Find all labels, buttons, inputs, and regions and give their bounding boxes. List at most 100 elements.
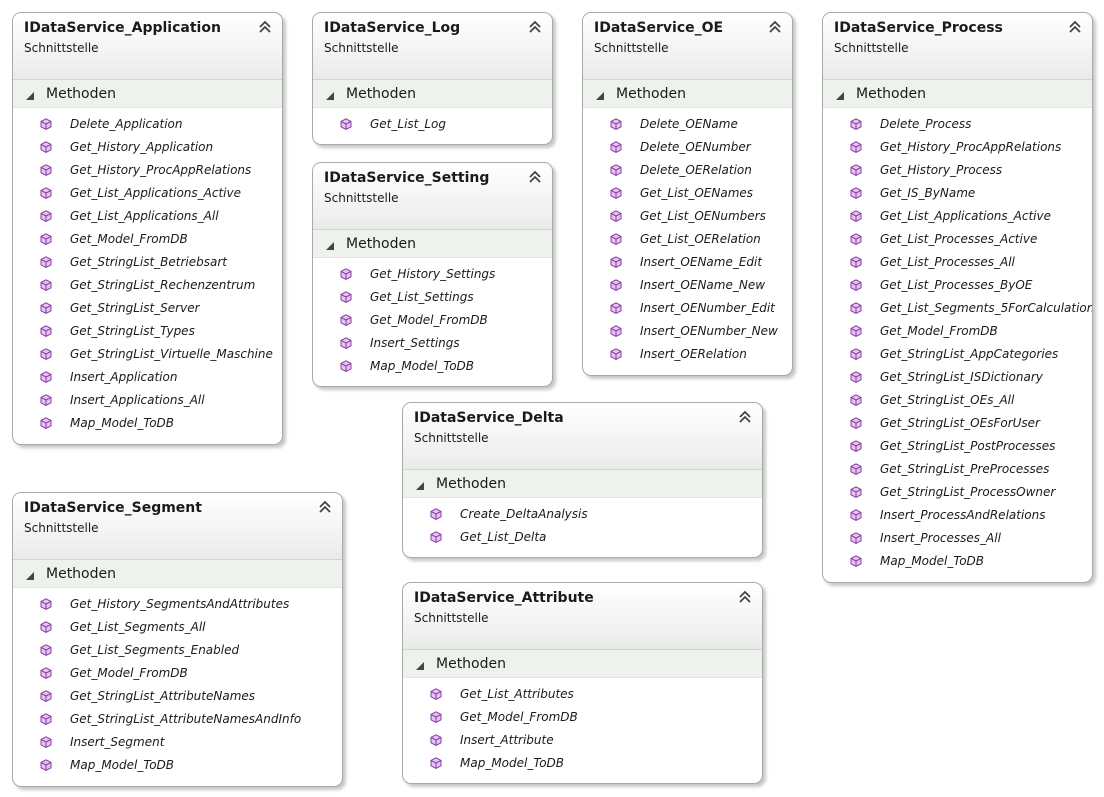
method-item[interactable]: Insert_OEName_New [583,273,792,296]
methods-section-header[interactable]: Methoden [313,80,552,108]
method-item[interactable]: Get_StringList_AppCategories [823,342,1092,365]
collapse-triangle-icon[interactable] [26,569,35,580]
method-item[interactable]: Delete_OENumber [583,135,792,158]
method-item[interactable]: Get_List_Applications_Active [13,181,282,204]
method-item[interactable]: Delete_OEName [583,112,792,135]
methods-section-header[interactable]: Methoden [403,650,762,678]
collapse-triangle-icon[interactable] [326,239,335,250]
method-item[interactable]: Insert_OENumber_New [583,319,792,342]
double-chevron-up-icon[interactable] [258,19,272,33]
methods-section-header[interactable]: Methoden [403,470,762,498]
method-item[interactable]: Get_StringList_PreProcesses [823,457,1092,480]
method-item[interactable]: Get_History_ProcAppRelations [823,135,1092,158]
method-item[interactable]: Get_StringList_Rechenzentrum [13,273,282,296]
double-chevron-up-icon[interactable] [528,169,542,183]
method-item[interactable]: Insert_ProcessAndRelations [823,503,1092,526]
method-item[interactable]: Create_DeltaAnalysis [403,502,762,525]
method-item[interactable]: Get_List_Delta [403,525,762,548]
double-chevron-up-icon[interactable] [738,409,752,423]
double-chevron-up-icon[interactable] [528,19,542,33]
method-item[interactable]: Insert_Segment [13,730,342,753]
method-item[interactable]: Get_Model_FromDB [13,227,282,250]
method-item[interactable]: Get_Model_FromDB [313,308,552,331]
method-item[interactable]: Map_Model_ToDB [13,411,282,434]
method-item[interactable]: Get_IS_ByName [823,181,1092,204]
method-item[interactable]: Map_Model_ToDB [313,354,552,377]
method-item[interactable]: Get_History_SegmentsAndAttributes [13,592,342,615]
method-item[interactable]: Delete_Process [823,112,1092,135]
methods-section-header[interactable]: Methoden [313,230,552,258]
method-item[interactable]: Map_Model_ToDB [823,549,1092,572]
method-item[interactable]: Insert_Settings [313,331,552,354]
method-item[interactable]: Get_Model_FromDB [13,661,342,684]
method-item[interactable]: Map_Model_ToDB [13,753,342,776]
methods-section-header[interactable]: Methoden [583,80,792,108]
method-item[interactable]: Get_List_OERelation [583,227,792,250]
method-item[interactable]: Get_StringList_ProcessOwner [823,480,1092,503]
method-item[interactable]: Get_Model_FromDB [403,705,762,728]
collapse-triangle-icon[interactable] [26,89,35,100]
method-item[interactable]: Get_List_Settings [313,285,552,308]
methods-section-header[interactable]: Methoden [823,80,1092,108]
method-list: Get_List_Log [313,108,552,135]
method-item[interactable]: Insert_OENumber_Edit [583,296,792,319]
method-item[interactable]: Get_History_Process [823,158,1092,181]
method-item[interactable]: Delete_OERelation [583,158,792,181]
methods-section-header[interactable]: Methoden [13,560,342,588]
method-item[interactable]: Insert_Applications_All [13,388,282,411]
method-item[interactable]: Get_StringList_PostProcesses [823,434,1092,457]
method-item[interactable]: Get_List_Applications_All [13,204,282,227]
method-item[interactable]: Get_History_Settings [313,262,552,285]
method-item[interactable]: Get_List_Applications_Active [823,204,1092,227]
method-item[interactable]: Get_List_OENames [583,181,792,204]
method-item[interactable]: Insert_Application [13,365,282,388]
method-item[interactable]: Get_History_ProcAppRelations [13,158,282,181]
collapse-triangle-icon[interactable] [836,89,845,100]
double-chevron-up-icon[interactable] [768,19,782,33]
method-item[interactable]: Insert_OERelation [583,342,792,365]
double-chevron-up-icon[interactable] [318,499,332,513]
method-item[interactable]: Get_List_OENumbers [583,204,792,227]
collapse-triangle-icon[interactable] [326,89,335,100]
method-item[interactable]: Get_History_Application [13,135,282,158]
method-item[interactable]: Get_StringList_Server [13,296,282,319]
collapse-triangle-icon[interactable] [416,659,425,670]
method-item[interactable]: Get_StringList_ISDictionary [823,365,1092,388]
method-cube-icon [430,733,442,746]
method-item[interactable]: Get_StringList_Virtuelle_Maschine [13,342,282,365]
collapse-triangle-icon[interactable] [596,89,605,100]
method-item[interactable]: Get_StringList_AttributeNames [13,684,342,707]
method-item[interactable]: Get_List_Log [313,112,552,135]
method-item[interactable]: Get_StringList_Types [13,319,282,342]
method-item[interactable]: Map_Model_ToDB [403,751,762,774]
method-item[interactable]: Get_StringList_OEsForUser [823,411,1092,434]
method-item[interactable]: Get_List_Processes_All [823,250,1092,273]
method-item[interactable]: Get_List_Segments_All [13,615,342,638]
method-item[interactable]: Get_List_Processes_Active [823,227,1092,250]
double-chevron-up-icon[interactable] [738,589,752,603]
method-item[interactable]: Insert_OEName_Edit [583,250,792,273]
double-chevron-up-icon[interactable] [1068,19,1082,33]
method-item[interactable]: Get_Model_FromDB [823,319,1092,342]
method-name: Get_StringList_Rechenzentrum [70,277,256,292]
method-item[interactable]: Delete_Application [13,112,282,135]
method-item[interactable]: Get_List_Segments_Enabled [13,638,342,661]
method-item[interactable]: Insert_Processes_All [823,526,1092,549]
methods-section-header[interactable]: Methoden [13,80,282,108]
method-item[interactable]: Get_StringList_OEs_All [823,388,1092,411]
method-item[interactable]: Get_List_Processes_ByOE [823,273,1092,296]
method-item[interactable]: Insert_Attribute [403,728,762,751]
collapse-triangle-icon[interactable] [416,479,425,490]
method-item[interactable]: Get_List_Attributes [403,682,762,705]
method-item[interactable]: Get_StringList_AttributeNamesAndInfo [13,707,342,730]
method-item[interactable]: Get_StringList_Betriebsart [13,250,282,273]
method-item[interactable]: Get_List_Segments_5ForCalculation [823,296,1092,319]
